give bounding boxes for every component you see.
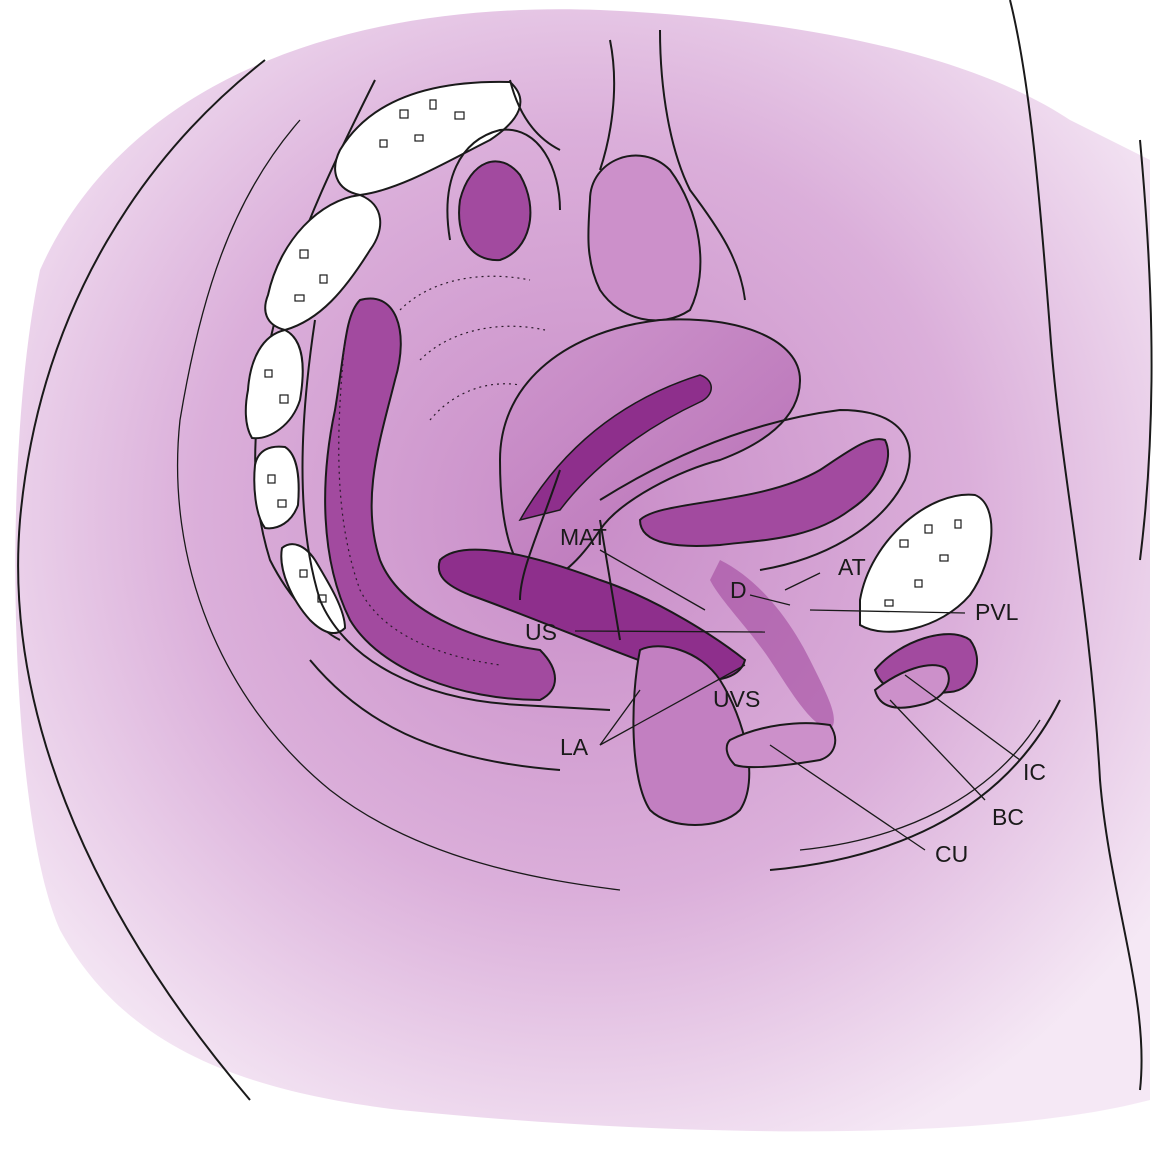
vertebra-4 — [254, 447, 298, 529]
label-at: AT — [838, 554, 866, 580]
label-la: LA — [560, 734, 589, 760]
label-d: D — [730, 577, 747, 603]
label-us: US — [525, 619, 557, 645]
label-uvs: UVS — [713, 686, 760, 712]
label-bc: BC — [992, 804, 1024, 830]
label-pvl: PVL — [975, 599, 1019, 625]
label-mat: MAT — [560, 524, 607, 550]
label-ic: IC — [1023, 759, 1046, 785]
label-cu: CU — [935, 841, 968, 867]
